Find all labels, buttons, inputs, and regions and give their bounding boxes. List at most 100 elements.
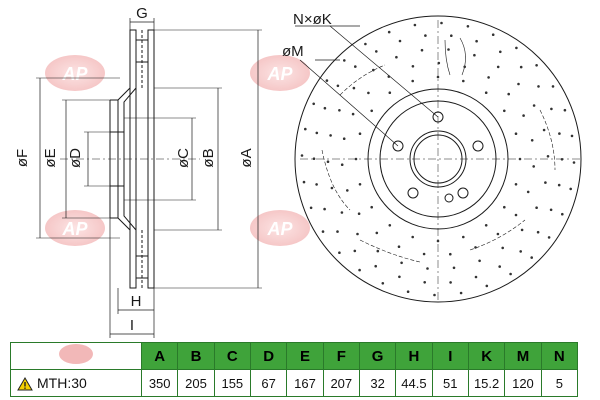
drill-hole: [388, 224, 392, 227]
drill-hole: [560, 158, 564, 161]
value-e: 167: [286, 369, 324, 397]
drill-hole: [563, 108, 567, 112]
drill-hole: [336, 84, 340, 88]
spec-table: A B C D E F G H I K M N MTH:30 350 205 1…: [10, 342, 579, 397]
warning-icon: [17, 377, 33, 391]
drill-hole: [387, 30, 391, 34]
drill-hole-pattern: [300, 21, 576, 297]
value-h: 44.5: [395, 369, 433, 397]
drill-hole: [367, 91, 370, 95]
header-b: B: [177, 342, 215, 370]
drill-hole: [374, 264, 378, 268]
drill-hole: [522, 114, 525, 117]
value-b: 205: [177, 369, 215, 397]
drill-hole: [312, 102, 316, 106]
drill-hole: [507, 92, 511, 96]
drill-hole: [372, 68, 375, 72]
drill-hole: [398, 39, 402, 43]
drill-hole: [354, 65, 357, 68]
value-c: 155: [213, 369, 251, 397]
drill-hole: [561, 212, 564, 216]
header-k: K: [467, 342, 506, 370]
watermark-logo: AP: [45, 210, 105, 246]
drill-hole: [459, 291, 463, 295]
drill-hole: [302, 180, 306, 184]
drill-hole: [370, 109, 374, 113]
drill-hole: [437, 61, 441, 65]
value-g: 32: [358, 369, 397, 397]
drill-hole: [411, 65, 415, 68]
drill-hole: [325, 79, 329, 82]
drill-hole: [358, 183, 362, 186]
drill-hole: [352, 86, 356, 90]
drill-hole: [342, 137, 346, 140]
drill-hole: [338, 109, 341, 112]
drill-hole: [519, 65, 523, 69]
drill-hole: [547, 236, 551, 239]
drill-hole: [346, 189, 349, 192]
drill-hole: [496, 65, 500, 69]
drill-hole: [462, 235, 465, 239]
drill-hole: [411, 79, 415, 83]
drill-hole: [375, 231, 379, 235]
drill-hole: [572, 161, 576, 164]
watermark-text: AP: [266, 64, 293, 84]
drill-hole: [514, 213, 518, 217]
drill-hole: [309, 206, 313, 210]
drill-hole: [478, 259, 481, 263]
watermark-text: AP: [61, 219, 88, 239]
drill-hole: [338, 251, 341, 254]
value-i: 51: [431, 369, 469, 397]
drill-hole: [388, 91, 392, 94]
drill-hole: [381, 282, 385, 285]
brand-logo-icon: [59, 344, 93, 364]
drill-hole: [503, 109, 506, 113]
drill-hole: [449, 252, 452, 256]
drill-hole: [475, 39, 478, 43]
spec-table-value-row: MTH:30 350 205 155 67 167 207 32 44.5 51…: [10, 369, 579, 397]
drill-hole: [330, 186, 334, 190]
drill-hole: [532, 165, 535, 168]
drill-hole: [400, 261, 403, 265]
brand-logo-cell: [10, 342, 142, 370]
drill-hole: [452, 266, 456, 270]
drill-hole: [509, 272, 512, 276]
dim-label-i: I: [130, 317, 134, 334]
drill-hole: [549, 208, 553, 212]
drill-hole: [517, 82, 520, 86]
header-h: H: [395, 342, 433, 370]
dim-label-nk: N×øK: [293, 11, 332, 28]
drill-hole: [570, 134, 574, 138]
drill-hole: [485, 284, 489, 288]
header-c: C: [213, 342, 251, 370]
disc-section-view: [36, 18, 262, 338]
drill-hole: [411, 235, 415, 239]
drill-hole: [440, 21, 443, 25]
drill-hole: [519, 250, 522, 253]
drill-hole: [358, 132, 362, 135]
drill-hole: [329, 134, 332, 137]
drill-hole: [406, 290, 410, 294]
drill-hole: [426, 267, 429, 270]
drill-hole: [498, 265, 502, 268]
drill-hole: [356, 232, 359, 236]
drill-hole: [530, 139, 534, 142]
drill-hole: [395, 55, 398, 59]
drill-hole: [422, 252, 426, 256]
drill-hole: [323, 106, 327, 110]
drill-hole: [484, 224, 488, 227]
watermark-logo: AP: [250, 55, 310, 91]
drill-hole: [420, 48, 424, 52]
value-d: 67: [249, 369, 288, 397]
drill-hole: [340, 163, 344, 166]
drill-hole: [340, 211, 344, 214]
drill-hole: [526, 190, 530, 194]
dim-label-m: øM: [282, 43, 304, 60]
drill-hole: [518, 157, 522, 161]
spec-table-header-row: A B C D E F G H I K M N: [10, 342, 579, 370]
drill-hole: [413, 23, 417, 27]
header-a: A: [140, 342, 179, 370]
mth-label: MTH:30: [37, 374, 87, 391]
drill-hole: [315, 131, 319, 135]
drill-hole: [351, 112, 355, 116]
